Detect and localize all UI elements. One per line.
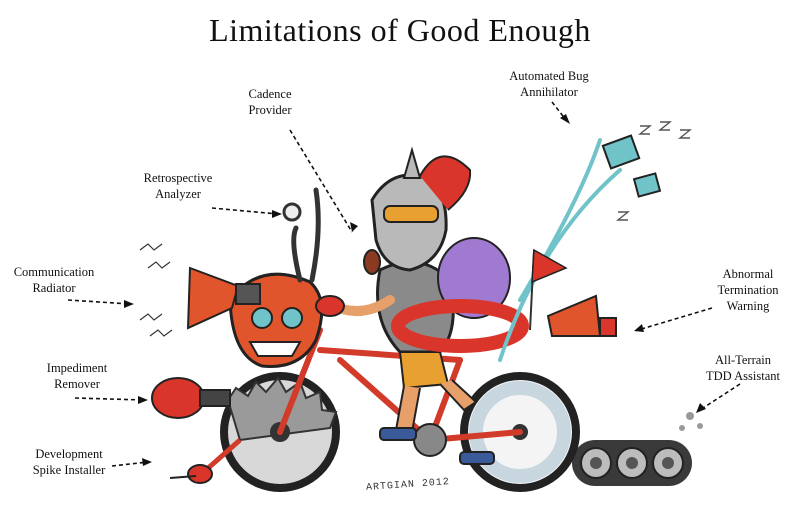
spike-hand-icon	[169, 438, 242, 484]
arrow-retro	[211, 207, 279, 215]
mirror-icon	[282, 202, 302, 222]
boxing-glove-icon	[151, 377, 231, 419]
sound-waves	[139, 243, 173, 337]
page-title: Limitations of Good Enough	[209, 12, 591, 48]
arrow-devspike	[111, 461, 149, 467]
life-ring	[391, 299, 529, 353]
arrow-abnormal	[637, 307, 713, 331]
fly-swatter-icon	[601, 134, 662, 198]
zzz-marks	[616, 121, 692, 221]
arrow-impediment	[74, 397, 145, 401]
megaphone-icon	[186, 266, 261, 330]
arrow-bug	[551, 101, 567, 121]
helmet-head	[363, 146, 472, 275]
warning-horn-icon	[546, 294, 617, 337]
arrow-allterrain	[699, 383, 741, 411]
backpack	[437, 237, 511, 319]
arrow-comm	[67, 299, 131, 305]
tank-track	[572, 440, 692, 486]
warning-flag-icon	[529, 248, 568, 331]
handlebars	[291, 187, 321, 283]
pointer-arrows	[67, 101, 741, 467]
dust-puffs	[679, 412, 703, 431]
arrow-cadence	[289, 129, 353, 233]
